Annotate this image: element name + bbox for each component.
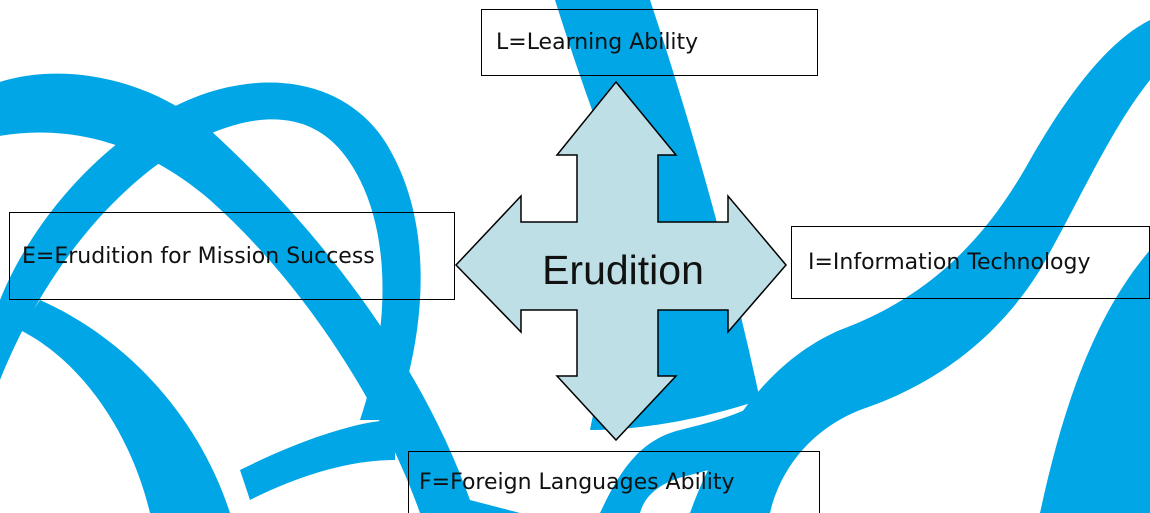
information-technology-label: I=Information Technology <box>808 250 1091 275</box>
erudition-mission-box: E=Erudition for Mission Success <box>9 212 455 300</box>
learning-ability-box: L=Learning Ability <box>481 9 818 76</box>
foreign-languages-box: F=Foreign Languages Ability <box>408 451 820 513</box>
learning-ability-label: L=Learning Ability <box>496 30 699 55</box>
swoosh-mid-band <box>600 380 800 513</box>
center-erudition-label: Erudition <box>542 247 704 293</box>
information-technology-box: I=Information Technology <box>791 226 1150 299</box>
swoosh-left-foot <box>20 300 230 513</box>
foreign-languages-label: F=Foreign Languages Ability <box>419 470 735 495</box>
swoosh-tail <box>240 420 395 500</box>
swoosh-right-sweep <box>690 20 1150 513</box>
swoosh-upper-arc <box>0 82 421 420</box>
four-way-arrow <box>454 80 787 442</box>
swoosh-right-column <box>1040 250 1150 513</box>
erudition-mission-label: E=Erudition for Mission Success <box>22 243 375 269</box>
